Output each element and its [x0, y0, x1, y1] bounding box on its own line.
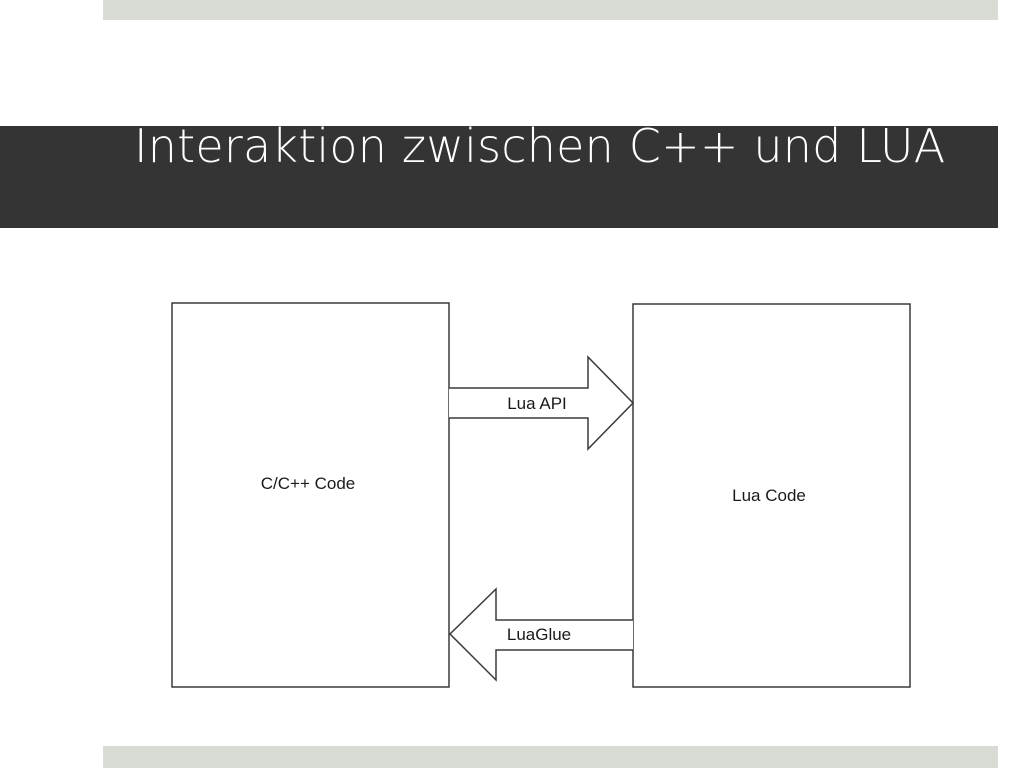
cpp-code-label: C/C++ Code [261, 474, 356, 493]
bottom-decorative-bar [103, 746, 998, 768]
lua-api-label: Lua API [507, 394, 567, 413]
lua-api-arrow [449, 355, 635, 451]
slide-title: Interaktion zwischen C++ und LUA [134, 119, 946, 173]
cpp-code-box [171, 302, 450, 688]
luaglue-label: LuaGlue [507, 625, 571, 644]
top-decorative-bar [103, 0, 998, 20]
luaglue-arrow [448, 587, 633, 682]
lua-code-label: Lua Code [732, 486, 806, 505]
title-band [0, 126, 998, 228]
lua-code-box [632, 303, 911, 688]
